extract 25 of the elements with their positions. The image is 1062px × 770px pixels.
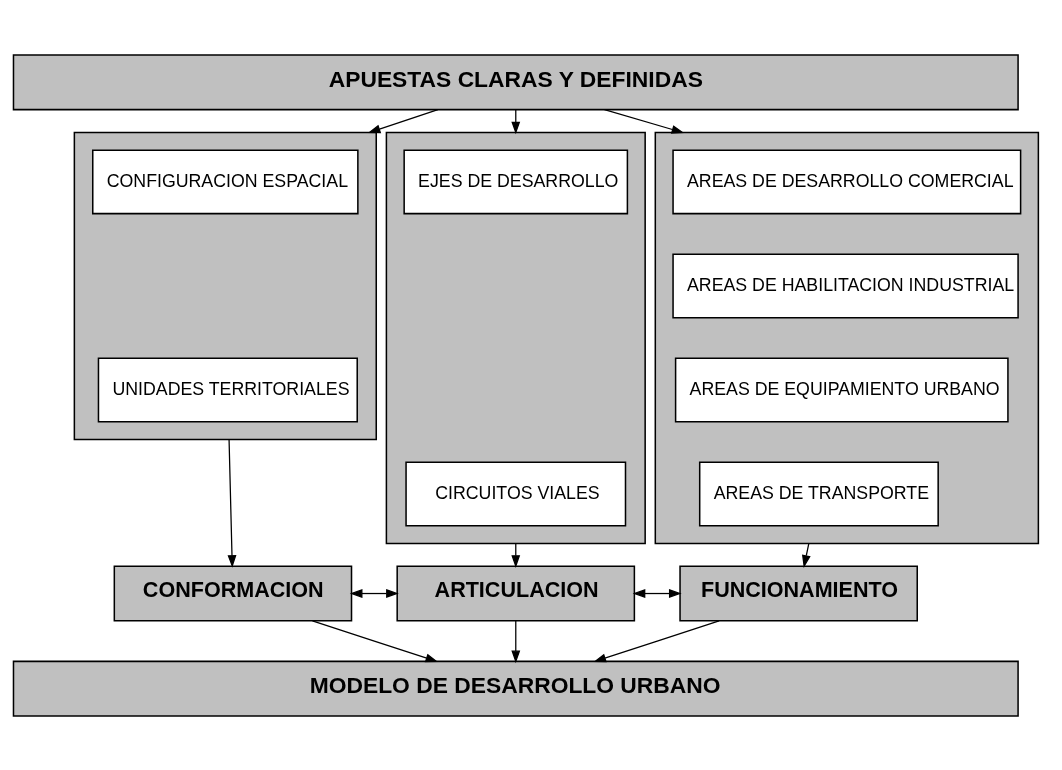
- node-box: CONFIGURACION ESPACIAL: [92, 148, 359, 214]
- node-box: FUNCIONAMIENTO: [679, 565, 918, 622]
- arrow: [632, 588, 682, 598]
- cluster: [73, 131, 377, 440]
- arrow: [227, 438, 237, 568]
- node-box: AREAS DE TRANSPORTE: [698, 461, 939, 526]
- node-box: AREAS DE HABILITACION INDUSTRIAL: [672, 252, 1019, 318]
- node-box: APUESTAS CLARAS Y DEFINIDAS: [12, 53, 1019, 110]
- node-box: CONFORMACION: [113, 565, 353, 622]
- cluster: [654, 131, 1040, 544]
- arrow: [349, 588, 399, 598]
- cluster: [385, 131, 646, 544]
- node-box: UNIDADES TERRITORIALES: [97, 356, 358, 422]
- arrow: [311, 619, 439, 662]
- node-box: MODELO DE DESARROLLO URBANO: [12, 660, 1019, 717]
- node-box: CIRCUITOS VIALES: [405, 461, 627, 526]
- arrow: [802, 542, 811, 568]
- node-box: AREAS DE DESARROLLO COMERCIAL: [672, 148, 1022, 214]
- node-box: EJES DE DESARROLLO: [403, 148, 629, 214]
- arrow: [603, 108, 685, 134]
- node-box: ARTICULACION: [396, 565, 636, 622]
- arrow: [593, 619, 720, 662]
- arrow: [511, 619, 521, 663]
- arrow: [367, 108, 439, 133]
- node-box: AREAS DE EQUIPAMIENTO URBANO: [674, 356, 1009, 422]
